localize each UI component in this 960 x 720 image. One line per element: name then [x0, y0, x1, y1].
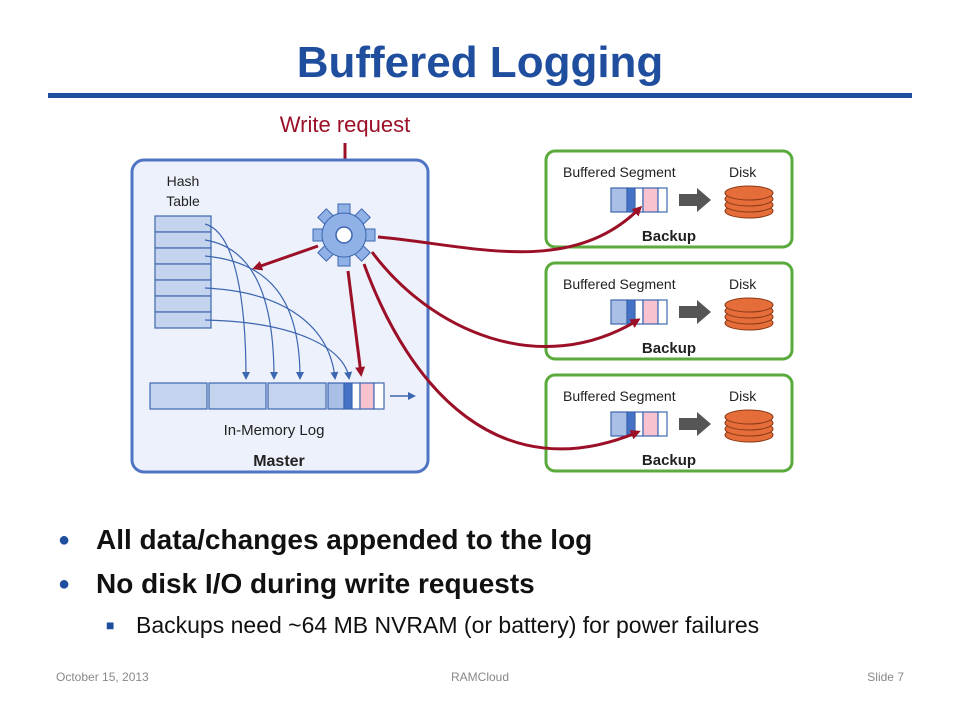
bullet-dot-icon: ● — [58, 529, 71, 551]
backup-3: Buffered Segment Disk Backup — [544, 373, 794, 473]
bullet-text: All data/changes appended to the log — [96, 524, 593, 555]
disk-label: Disk — [729, 388, 757, 404]
gear-to-log-arrow — [346, 270, 366, 377]
buffered-segment — [610, 299, 668, 325]
hash-table-label-line2: Table — [166, 193, 200, 209]
hash-pointer — [204, 239, 278, 380]
square-bullet-icon: ■ — [106, 617, 115, 633]
disk-label: Disk — [729, 164, 757, 180]
hash-cell — [154, 215, 212, 233]
hash-pointer — [204, 255, 304, 380]
log-segment — [149, 382, 208, 410]
buffered-logging-diagram: Write request Hash Table In-Memory Log M… — [130, 112, 794, 474]
bullet-text: No disk I/O during write requests — [96, 568, 535, 599]
buffered-segment-label: Buffered Segment — [563, 276, 676, 292]
disk-label: Disk — [729, 276, 757, 292]
log-segment-head — [327, 382, 345, 410]
hash-cell — [154, 247, 212, 265]
bullet-item: ● No disk I/O during write requests — [56, 564, 936, 608]
hash-table-label-line1: Hash — [167, 173, 200, 189]
backup-label: Backup — [642, 452, 696, 469]
hash-cell — [154, 279, 212, 297]
gear-to-backup-3-arrow — [362, 263, 641, 451]
footer-slide-number: Slide 7 — [867, 670, 904, 684]
log-segment — [208, 382, 267, 410]
hash-pointer — [204, 223, 250, 380]
log-entry — [373, 382, 385, 410]
sub-bullet-text: Backups need ~64 MB NVRAM (or battery) f… — [136, 612, 760, 638]
hash-pointers — [204, 223, 353, 380]
buffered-segment-label: Buffered Segment — [563, 388, 676, 404]
master-label: Master — [253, 453, 305, 470]
backup-box — [544, 373, 794, 473]
disk-icon — [724, 409, 774, 443]
write-request-label: Write request — [280, 112, 410, 137]
log-entry — [343, 382, 353, 410]
disk-icon — [724, 185, 774, 219]
hash-cell — [154, 263, 212, 281]
slide-title: Buffered Logging — [296, 38, 664, 87]
hash-pointer — [204, 287, 339, 380]
gear-icon — [312, 203, 376, 267]
buffered-segment — [610, 187, 668, 213]
title-underline — [48, 93, 912, 98]
flush-arrow-icon — [679, 300, 711, 324]
flush-arrow-icon — [679, 188, 711, 212]
gear-to-backup-1-arrow — [377, 205, 643, 254]
hash-cell — [154, 295, 212, 313]
log-entry — [351, 382, 361, 410]
in-memory-log-label: In-Memory Log — [224, 422, 325, 439]
log-entry-new — [359, 382, 375, 410]
in-memory-log — [149, 382, 385, 410]
sub-bullet-item: ■ Backups need ~64 MB NVRAM (or battery)… — [56, 608, 936, 644]
buffered-segment — [610, 411, 668, 437]
hash-table — [154, 215, 212, 329]
bullet-list: ● All data/changes appended to the log ●… — [56, 520, 936, 644]
gear-to-hash-arrow — [252, 244, 319, 271]
backup-label: Backup — [642, 228, 696, 245]
footer-center: RAMCloud — [450, 670, 510, 684]
hash-cell — [154, 311, 212, 329]
backup-1: Buffered Segment Disk Backup — [544, 149, 794, 249]
footer-date: October 15, 2013 — [56, 670, 149, 684]
hash-pointer — [204, 319, 353, 380]
replication-arrows — [252, 205, 643, 451]
log-segment — [267, 382, 327, 410]
flush-arrow-icon — [679, 412, 711, 436]
bullet-dot-icon: ● — [58, 573, 71, 595]
backup-2: Buffered Segment Disk Backup — [544, 261, 794, 361]
disk-icon — [724, 297, 774, 331]
hash-cell — [154, 231, 212, 249]
backup-label: Backup — [642, 340, 696, 357]
buffered-segment-label: Buffered Segment — [563, 164, 676, 180]
bullet-item: ● All data/changes appended to the log — [56, 520, 936, 564]
backup-box — [544, 149, 794, 249]
gear-to-backup-2-arrow — [370, 251, 641, 349]
